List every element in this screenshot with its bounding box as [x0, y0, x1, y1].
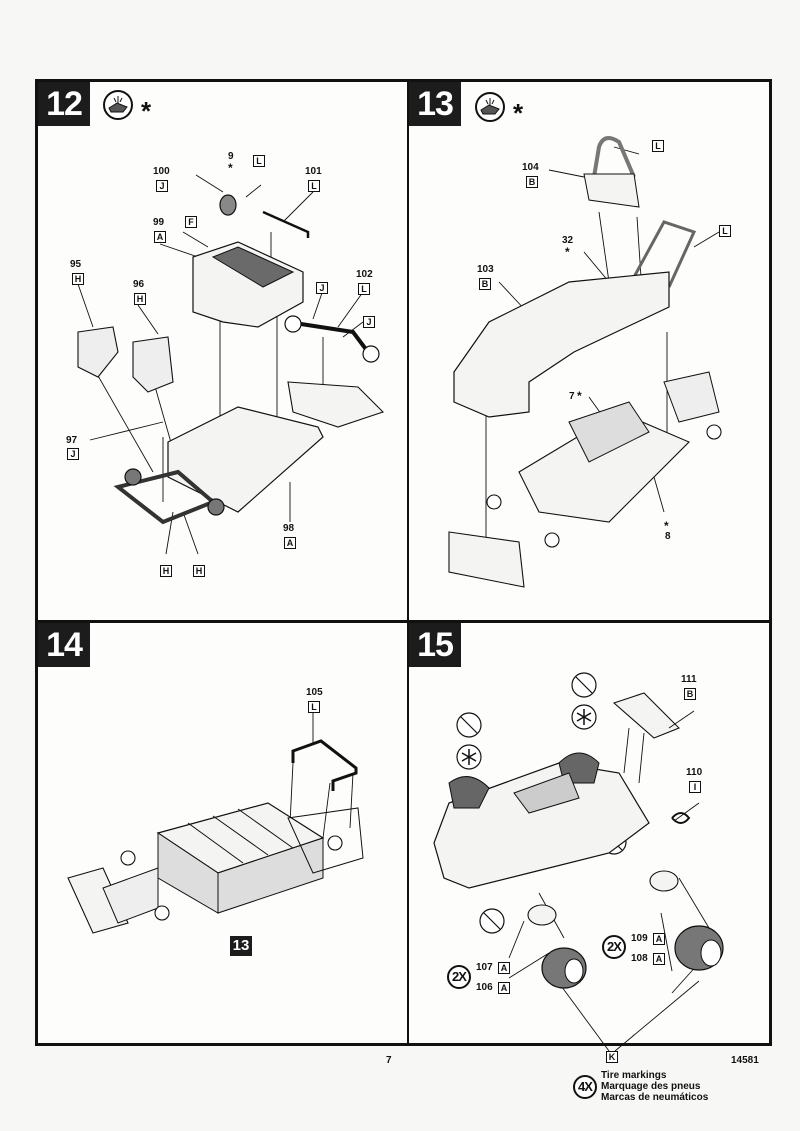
step-15-illustration [433, 672, 724, 1052]
tire-markings-fr: Marquage des pneus [601, 1081, 701, 1092]
sprue-letter-box: L [358, 283, 370, 295]
asterisk-icon: * [513, 98, 524, 128]
sprue-letter-box: J [156, 180, 168, 192]
step-number: 15 [409, 623, 461, 667]
sprue-letter-box: A [653, 933, 665, 945]
part-mark-asterisk: * [577, 389, 582, 403]
step-13-panel: 13 * [409, 82, 769, 620]
sprue-letter-box: H [134, 293, 146, 305]
step-15-panel: 15 [409, 623, 769, 1103]
sprue-letter-box: A [154, 231, 166, 243]
step-13-illustration [448, 136, 722, 588]
part-number-label: 9 [228, 151, 234, 162]
part-number-label: 108 [631, 953, 648, 964]
sprue-letter-box: H [160, 565, 172, 577]
part-number-label: 99 [153, 217, 165, 228]
part-number-label: 97 [66, 435, 78, 446]
sprue-letter-box: L [308, 180, 320, 192]
sprue-letter-box: H [72, 273, 84, 285]
glue-icon [103, 90, 133, 120]
part-number-label: 105 [306, 687, 323, 698]
sprue-letter-box: L [253, 155, 265, 167]
part-number-label: 106 [476, 982, 493, 993]
kit-number: 14581 [731, 1055, 759, 1066]
part-number-label: 8 [665, 531, 671, 542]
panel-divider-horizontal [38, 620, 769, 623]
panel-divider-vertical [407, 82, 409, 1043]
part-number-label: 111 [681, 674, 697, 685]
part-number-label: 102 [356, 269, 373, 280]
part-number-label: 95 [70, 259, 82, 270]
part-number-label: 107 [476, 962, 493, 973]
sprue-letter-box: K [606, 1051, 618, 1063]
instruction-sheet: 12 * [35, 79, 772, 1103]
tire-markings-es: Marcas de neumáticos [601, 1092, 709, 1103]
step-number: 12 [38, 82, 90, 126]
part-number-label: 7 [569, 391, 575, 402]
step-12-illustration [77, 174, 385, 555]
sprue-letter-box: L [719, 225, 731, 237]
sprue-letter-box: J [316, 282, 328, 294]
sprue-letter-box: F [185, 216, 197, 228]
part-number-label: 101 [305, 166, 322, 177]
sprue-letter-box: L [308, 701, 320, 713]
sprue-letter-box: H [193, 565, 205, 577]
part-mark-asterisk: * [565, 245, 570, 259]
tire-markings-en: Tire markings [601, 1070, 667, 1081]
step-number: 13 [409, 82, 461, 126]
part-number-label: 104 [522, 162, 539, 173]
reference-step-badge: 13 [230, 936, 252, 956]
quantity-multiplier: 2X [602, 935, 626, 959]
asterisk-icon: * [141, 96, 152, 126]
step-12-panel: 12 * [38, 82, 407, 620]
step-14-illustration [67, 706, 364, 934]
part-number-label: 98 [283, 523, 295, 534]
sprue-letter-box: A [284, 537, 296, 549]
sprue-letter-box: B [684, 688, 696, 700]
sprue-letter-box: B [479, 278, 491, 290]
part-number-label: 103 [477, 264, 494, 275]
sprue-letter-box: J [67, 448, 79, 460]
sprue-letter-box: I [689, 781, 701, 793]
step-14-panel: 14 105 L 13 [38, 623, 407, 1043]
part-number-label: 100 [153, 166, 170, 177]
sprue-letter-box: A [498, 962, 510, 974]
sprue-letter-box: A [498, 982, 510, 994]
step-number: 14 [38, 623, 90, 667]
part-number-label: 109 [631, 933, 648, 944]
quantity-multiplier: 4X [573, 1075, 597, 1099]
sprue-letter-box: B [526, 176, 538, 188]
sprue-letter-box: L [652, 140, 664, 152]
part-number-label: 32 [562, 235, 574, 246]
part-number-label: 96 [133, 279, 145, 290]
part-number-label: 110 [686, 767, 703, 778]
part-mark-asterisk: * [664, 519, 669, 533]
page-number: 7 [386, 1055, 392, 1066]
quantity-multiplier: 2X [447, 965, 471, 989]
part-mark-asterisk: * [228, 161, 233, 175]
sprue-letter-box: A [653, 953, 665, 965]
glue-icon [475, 92, 505, 122]
sprue-letter-box: J [363, 316, 375, 328]
